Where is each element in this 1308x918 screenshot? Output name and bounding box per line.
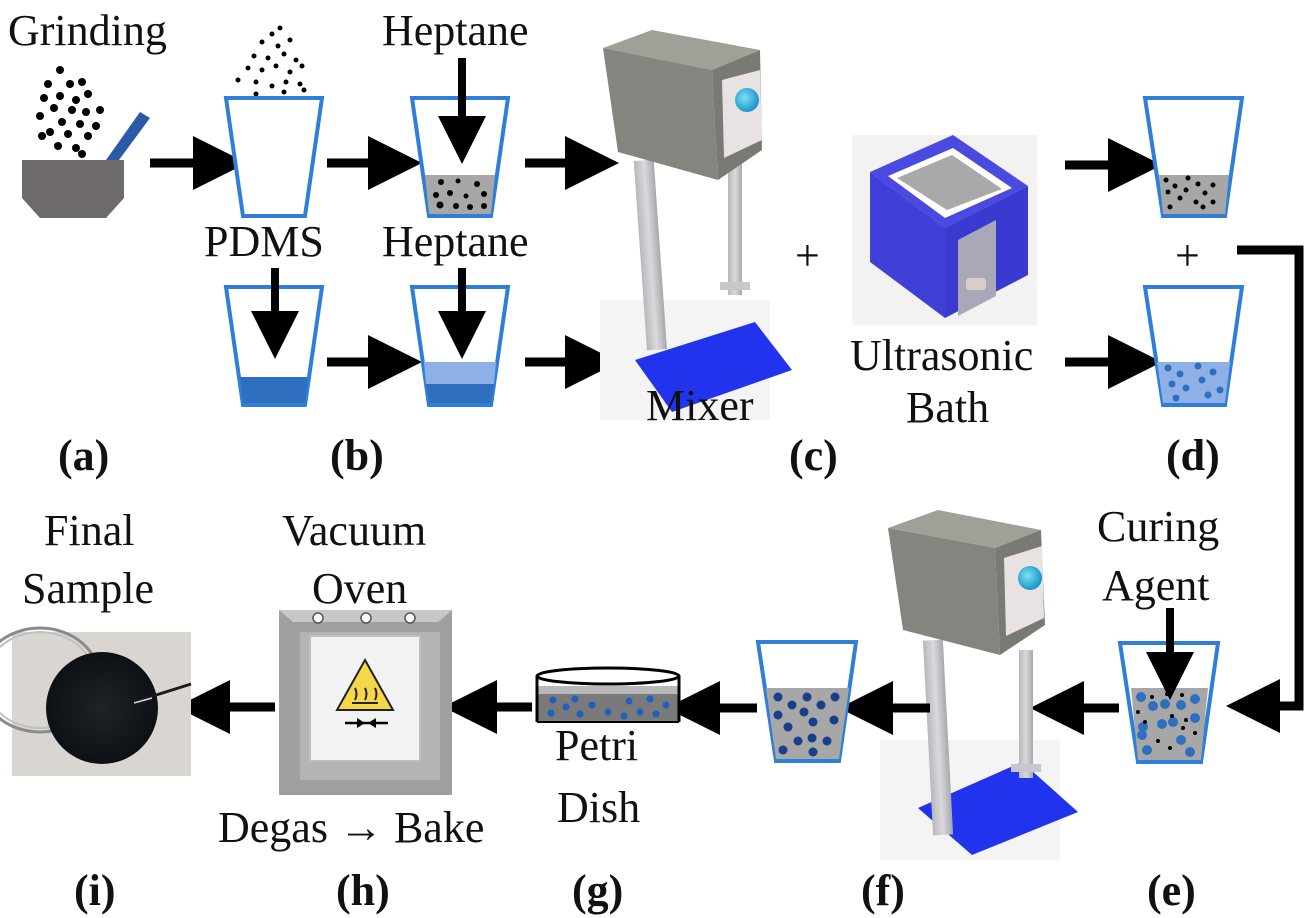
step-tag-b: (b)	[330, 431, 384, 480]
step-tag-c: (c)	[789, 431, 838, 480]
label-heptane-top: Heptane	[382, 6, 529, 55]
label-agent: Agent	[1102, 561, 1210, 610]
label-dish: Dish	[557, 783, 640, 832]
label-pdms: PDMS	[204, 217, 324, 266]
step-b-preparation: PDMS Heptane Heptane (b)	[204, 6, 529, 480]
step-tag-i: (i)	[74, 866, 116, 915]
powder-particles	[36, 66, 104, 158]
step-tag-d: (d)	[1166, 431, 1220, 480]
label-oven: Oven	[312, 564, 407, 613]
heptane-layer	[424, 362, 496, 384]
pdms-liquid	[240, 377, 308, 403]
powder-clumps	[433, 178, 487, 210]
hot-surface-warning-icon	[335, 657, 395, 711]
step-tag-f: (f)	[861, 866, 905, 915]
pdms-particles	[1164, 362, 1224, 402]
step-a-grinding: Grinding (a)	[8, 6, 167, 480]
pestle-icon	[106, 112, 150, 164]
label-mixer: Mixer	[646, 381, 754, 430]
step-h-vacuum-oven: Vacuum Oven Degas → Bake (h)	[218, 506, 484, 915]
step-tag-a: (a)	[58, 431, 109, 480]
label-sample: Sample	[22, 564, 154, 613]
step-c-mixing: Mixer + Ultrasonic Bath (c)	[600, 30, 1037, 480]
ultrasonic-bath-icon	[852, 135, 1037, 325]
plus-sign-d: +	[1175, 231, 1200, 280]
step-tag-e: (e)	[1147, 866, 1196, 915]
beaker-empty	[223, 96, 325, 218]
label-ultrasonic: Ultrasonic	[850, 331, 1033, 380]
mortar-icon	[22, 160, 124, 218]
mixer-icon-2	[880, 510, 1078, 860]
mixer-icon	[600, 30, 792, 420]
plus-sign-c: +	[795, 231, 820, 280]
beaker-mixed	[755, 640, 859, 763]
label-grinding: Grinding	[8, 6, 167, 55]
label-curing: Curing	[1097, 502, 1219, 551]
step-g-petri-dish: Petri Dish (g)	[535, 666, 681, 915]
step-tag-g: (g)	[572, 866, 623, 915]
petri-dish-icon	[535, 666, 681, 723]
vacuum-oven-icon	[279, 610, 452, 795]
mixture-particles-blue	[1136, 692, 1200, 757]
step-d-dispersions: + (d)	[1142, 96, 1245, 480]
powder-dots	[1163, 175, 1216, 210]
step-i-final-sample: Final Sample (i)	[0, 506, 192, 915]
falling-powder	[235, 25, 307, 97]
step-e-curing-agent: Curing Agent (e)	[1097, 502, 1221, 915]
step-tag-h: (h)	[336, 866, 390, 915]
label-heptane-bottom: Heptane	[382, 217, 529, 266]
step-f-mixing: (f)	[861, 510, 1078, 915]
label-vacuum: Vacuum	[282, 506, 426, 555]
label-final: Final	[44, 506, 134, 555]
pdms-layer	[426, 384, 494, 403]
label-petri: Petri	[555, 721, 638, 770]
label-bath: Bath	[906, 383, 989, 432]
label-degas-bake: Degas → Bake	[218, 803, 484, 852]
final-sample-photo	[0, 626, 192, 776]
connector-d-to-e	[1226, 245, 1304, 733]
